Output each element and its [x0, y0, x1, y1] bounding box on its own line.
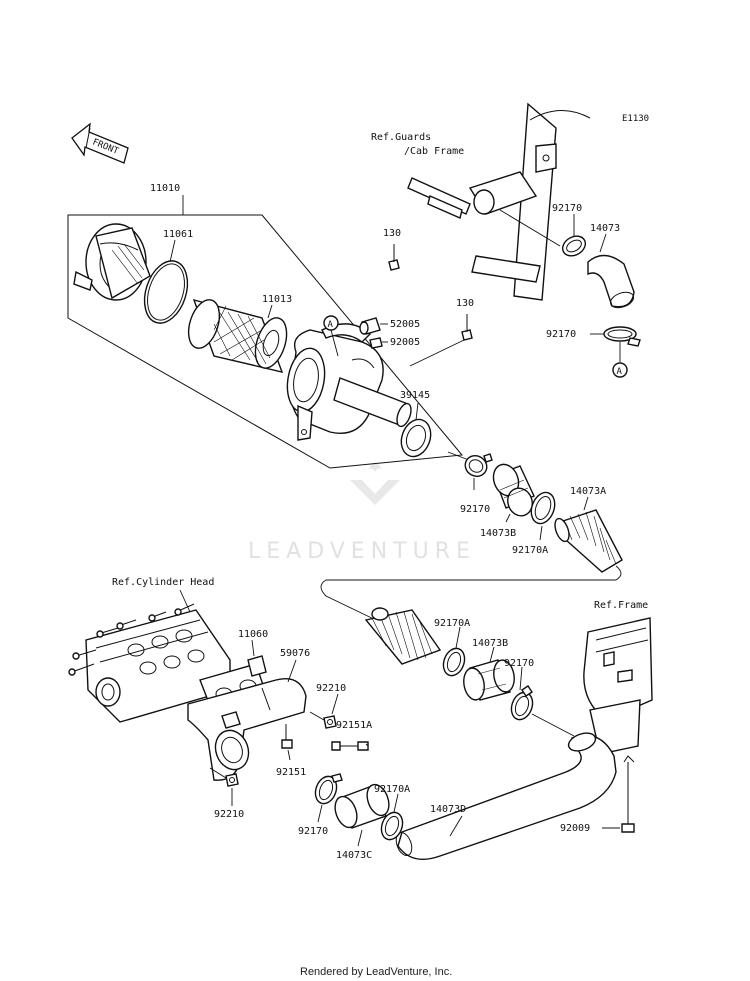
bellows-hose-14073A-lower: [364, 607, 442, 665]
bolt-130-lower: [409, 314, 473, 367]
leader-92170A-bot: [393, 793, 399, 813]
leader-11060: [251, 639, 255, 657]
part-52005: [359, 317, 381, 335]
part-label-92170A-bot: 92170A: [374, 784, 410, 795]
part-label-92005: 92005: [390, 337, 420, 348]
part-label-14073B-mid: 14073B: [480, 528, 516, 539]
leader-92151A: [365, 743, 369, 747]
leader-92170A-mid: [539, 525, 543, 541]
part-92005: [369, 337, 383, 349]
leader-11013: [267, 304, 273, 319]
part-label-14073B-low: 14073B: [472, 638, 508, 649]
part-label-92210-a: 92210: [316, 683, 346, 694]
svg-text:A: A: [617, 367, 623, 377]
leader-59076: [287, 659, 297, 683]
bolt-130-upper: [388, 244, 400, 271]
part-label-59076: 59076: [280, 648, 310, 659]
part-label-92170-top1: 92170: [552, 203, 582, 214]
ref-cylinder-head-label: Ref.Cylinder Head: [112, 577, 214, 588]
ref-guards-label: Ref.Guards: [371, 132, 431, 143]
clamp-92170-lower: [510, 685, 534, 721]
leader-92210-a: [331, 693, 339, 715]
leader-14073B-mid: [505, 513, 511, 523]
leader-39145: [415, 402, 419, 421]
part-label-130-upper: 130: [383, 228, 401, 239]
nut-92210-upper: [309, 711, 337, 729]
ref-cab-frame-label: /Cab Frame: [404, 146, 464, 157]
part-label-39145: 39145: [400, 390, 430, 401]
clamp-92170-second: [590, 326, 641, 362]
filter-element-11013: [187, 298, 288, 373]
clamp-92170A-mid: [530, 491, 556, 525]
leader-14073A-mid: [583, 496, 589, 511]
part-label-92170-bot: 92170: [298, 826, 328, 837]
ring-39145: [400, 418, 432, 458]
clamp-92170-bottom: [314, 773, 343, 805]
cab-frame-reference: [407, 102, 591, 301]
watermark-text: LEADVENTURE: [248, 539, 476, 564]
callout-a-right: A: [612, 362, 628, 378]
bolt-92009: [621, 762, 635, 833]
sleeve-14073C: [334, 783, 390, 829]
part-label-92009: 92009: [560, 823, 590, 834]
svg-text:A: A: [328, 320, 334, 330]
part-label-11013: 11013: [262, 294, 292, 305]
part-label-11010: 11010: [150, 183, 180, 194]
part-label-14073C: 14073C: [336, 850, 372, 861]
diagram-code: E1130: [622, 114, 649, 124]
bellows-hose-14073A-mid: [554, 509, 623, 573]
clamp-92170-top: [499, 209, 587, 257]
bolt-92151: [281, 724, 293, 749]
leadventure-watermark: LEADVENTURE: [248, 462, 476, 564]
air-cleaner-cap: [73, 223, 151, 301]
elbow-hose-14073: [587, 254, 635, 309]
clamp-92170A-lower: [442, 647, 466, 677]
leader-92170-low: [519, 666, 523, 691]
part-label-14073-top: 14073: [590, 223, 620, 234]
leader-11061: [169, 239, 176, 263]
connector-line-continuation: [320, 565, 622, 623]
sleeve-14073B-lower: [463, 659, 515, 701]
air-cleaner-group-outline: [67, 214, 463, 469]
leader-14073D: [449, 815, 463, 837]
front-arrow-icon: FRONT: [71, 122, 129, 164]
intake-manifold-59076: [187, 678, 307, 781]
leader-92151: [287, 749, 291, 761]
part-label-92170A-mid: 92170A: [512, 545, 548, 556]
o-ring-11061: [143, 260, 189, 324]
leader-14073-top: [599, 233, 607, 253]
leader-92170A-low: [455, 626, 461, 649]
clamp-92170A-bottom: [380, 811, 404, 841]
sleeve-14073B-mid: [492, 463, 535, 517]
bolt-92151A: [331, 741, 369, 751]
part-label-92170-low: 92170: [504, 658, 534, 669]
part-label-92151: 92151: [276, 767, 306, 778]
leader-to-14073D: [531, 713, 575, 737]
leader-cylinder-head: [179, 589, 191, 613]
leader-92170-bot: [317, 804, 323, 823]
part-label-14073D: 14073D: [430, 804, 466, 815]
air-cleaner-housing: [286, 323, 412, 441]
leader-14073B-low: [489, 646, 495, 663]
part-label-92210-b: 92210: [214, 809, 244, 820]
part-label-11061: 11061: [163, 229, 193, 240]
leader-14073C: [357, 829, 363, 847]
footer-credit: Rendered by LeadVenture, Inc.: [300, 966, 452, 978]
clamp-92170-mid: [464, 453, 493, 477]
part-label-92170-mid: 92170: [460, 504, 490, 515]
part-label-130-lower: 130: [456, 298, 474, 309]
long-hose-14073D: [395, 732, 617, 860]
part-label-52005: 52005: [390, 319, 420, 330]
part-label-92170-top2: 92170: [546, 329, 576, 340]
part-label-11060: 11060: [238, 629, 268, 640]
part-label-14073A-mid: 14073A: [570, 486, 606, 497]
part-label-92151A: 92151A: [336, 720, 372, 731]
callout-a-upper: A: [323, 315, 339, 357]
ref-frame-label: Ref.Frame: [594, 600, 648, 611]
part-label-92170A-low: 92170A: [434, 618, 470, 629]
cylinder-head-reference: [68, 603, 231, 723]
nut-92210-lower: [209, 767, 239, 787]
